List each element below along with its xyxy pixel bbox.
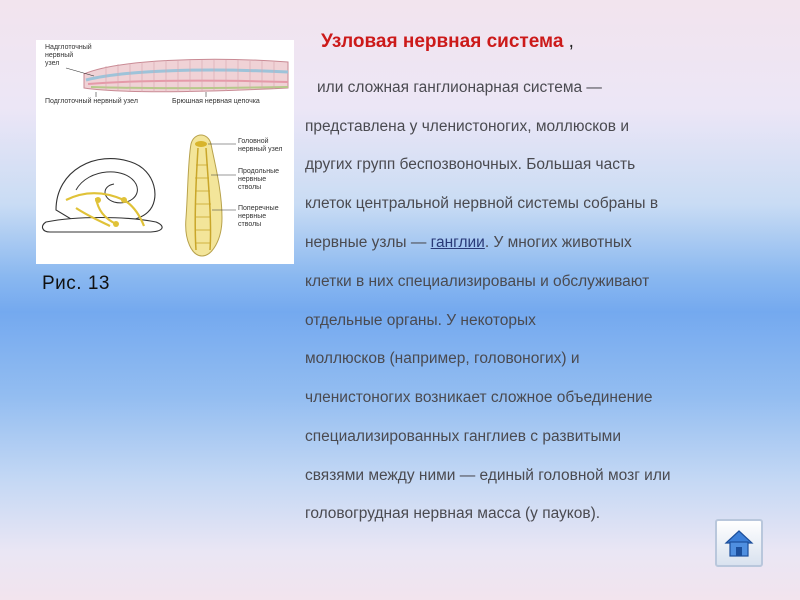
title-comma: , — [563, 31, 574, 52]
label-transverse-3: стволы — [238, 221, 261, 228]
figure-caption: Рис. 13 — [42, 273, 110, 294]
ganglia-link[interactable]: ганглии — [430, 234, 485, 251]
text-line-12: головогрудная нервная масса (у пауков). — [305, 505, 601, 522]
figure-nervous-systems: Надглоточный нервный узел Подглоточный н… — [36, 40, 294, 264]
text-line-3: других групп беспозвоночных. Большая час… — [305, 156, 636, 173]
home-icon — [724, 530, 754, 557]
label-transverse-2: нервные — [238, 213, 266, 220]
text-line-4: клеток центральной нервной системы собра… — [305, 195, 659, 212]
slide-title: Узловая нервная система — [321, 31, 564, 52]
text-line-5-start: нервные узлы — — [305, 234, 431, 251]
earthworm-drawing — [65, 58, 289, 97]
home-button[interactable] — [715, 519, 763, 567]
label-supraesophageal: Надглоточный — [45, 43, 92, 51]
text-line-6: клетки в них специализированы и обслужив… — [305, 273, 650, 290]
text-line-11: связями между ними — единый головной моз… — [305, 467, 671, 484]
text-line-8: моллюсков (например, головоногих) и — [305, 350, 580, 367]
label-head-ganglion-2: нервный узел — [238, 145, 283, 153]
label-ventral-chain: Брюшная нервная цепочка — [172, 98, 260, 105]
text-line-7: отдельные органы. У некоторых — [305, 312, 536, 329]
text-line-10: специализированных ганглиев с развитыми — [305, 428, 621, 445]
label-subesophageal: Подглоточный нервный узел — [45, 97, 138, 105]
text-line-5: нервные узлы — ганглии. У многих животны… — [305, 233, 632, 253]
label-longitudinal-2: нервные — [238, 176, 266, 183]
text-line-9: членистоногих возникает сложное объедине… — [305, 389, 653, 406]
label-longitudinal-3: стволы — [238, 184, 261, 191]
label-longitudinal: Продольные — [238, 168, 279, 175]
mollusc-drawing — [41, 158, 163, 233]
text-line-5-end: . У многих животных — [484, 234, 632, 251]
label-supraesophageal-3: узел — [45, 60, 59, 67]
text-line-1: или сложная ганглионарная система — — [317, 79, 602, 96]
planarian-drawing — [185, 134, 236, 257]
title-line: Узловая нервная система , — [321, 31, 574, 53]
label-supraesophageal-2: нервный — [45, 51, 73, 59]
nervous-system-illustration: Надглоточный нервный узел Подглоточный н… — [41, 43, 289, 257]
label-transverse: Поперечные — [238, 205, 279, 212]
label-head-ganglion: Головной — [238, 137, 269, 145]
text-line-2: представлена у членистоногих, моллюсков … — [305, 118, 630, 135]
